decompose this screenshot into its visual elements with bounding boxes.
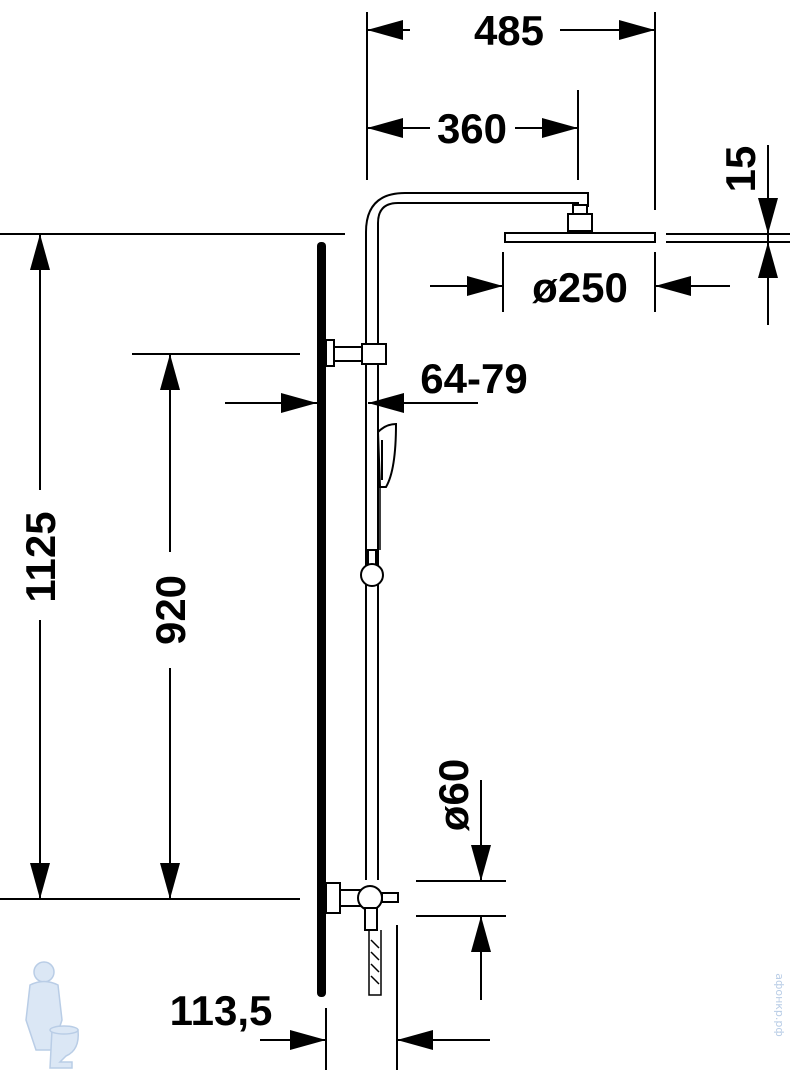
shower-hose (368, 487, 382, 996)
dim-wall-distance: 64-79 (420, 355, 527, 402)
dim-overall-width: 485 (474, 7, 544, 54)
dim-mixer-diameter: ø60 (430, 759, 477, 831)
dim-head-diameter: ø250 (532, 264, 628, 311)
hand-shower-holder (360, 549, 384, 587)
dim-head-thickness: 15 (717, 146, 764, 193)
watermark-site-text: афонкр.рф (773, 973, 786, 1037)
dimension-lines (30, 20, 778, 1050)
extension-lines (0, 12, 790, 1070)
dim-mixer-projection: 113,5 (170, 987, 273, 1034)
watermark-plumber-logo (25, 961, 79, 1069)
dim-mixer-to-bracket: 920 (147, 575, 194, 645)
dim-arm-length: 360 (437, 105, 507, 152)
rain-shower-head (504, 204, 656, 243)
dim-total-height: 1125 (17, 511, 64, 602)
thermostatic-mixer (325, 882, 399, 931)
hand-shower (376, 422, 398, 488)
wall (317, 242, 326, 997)
wall-bracket (325, 339, 387, 367)
